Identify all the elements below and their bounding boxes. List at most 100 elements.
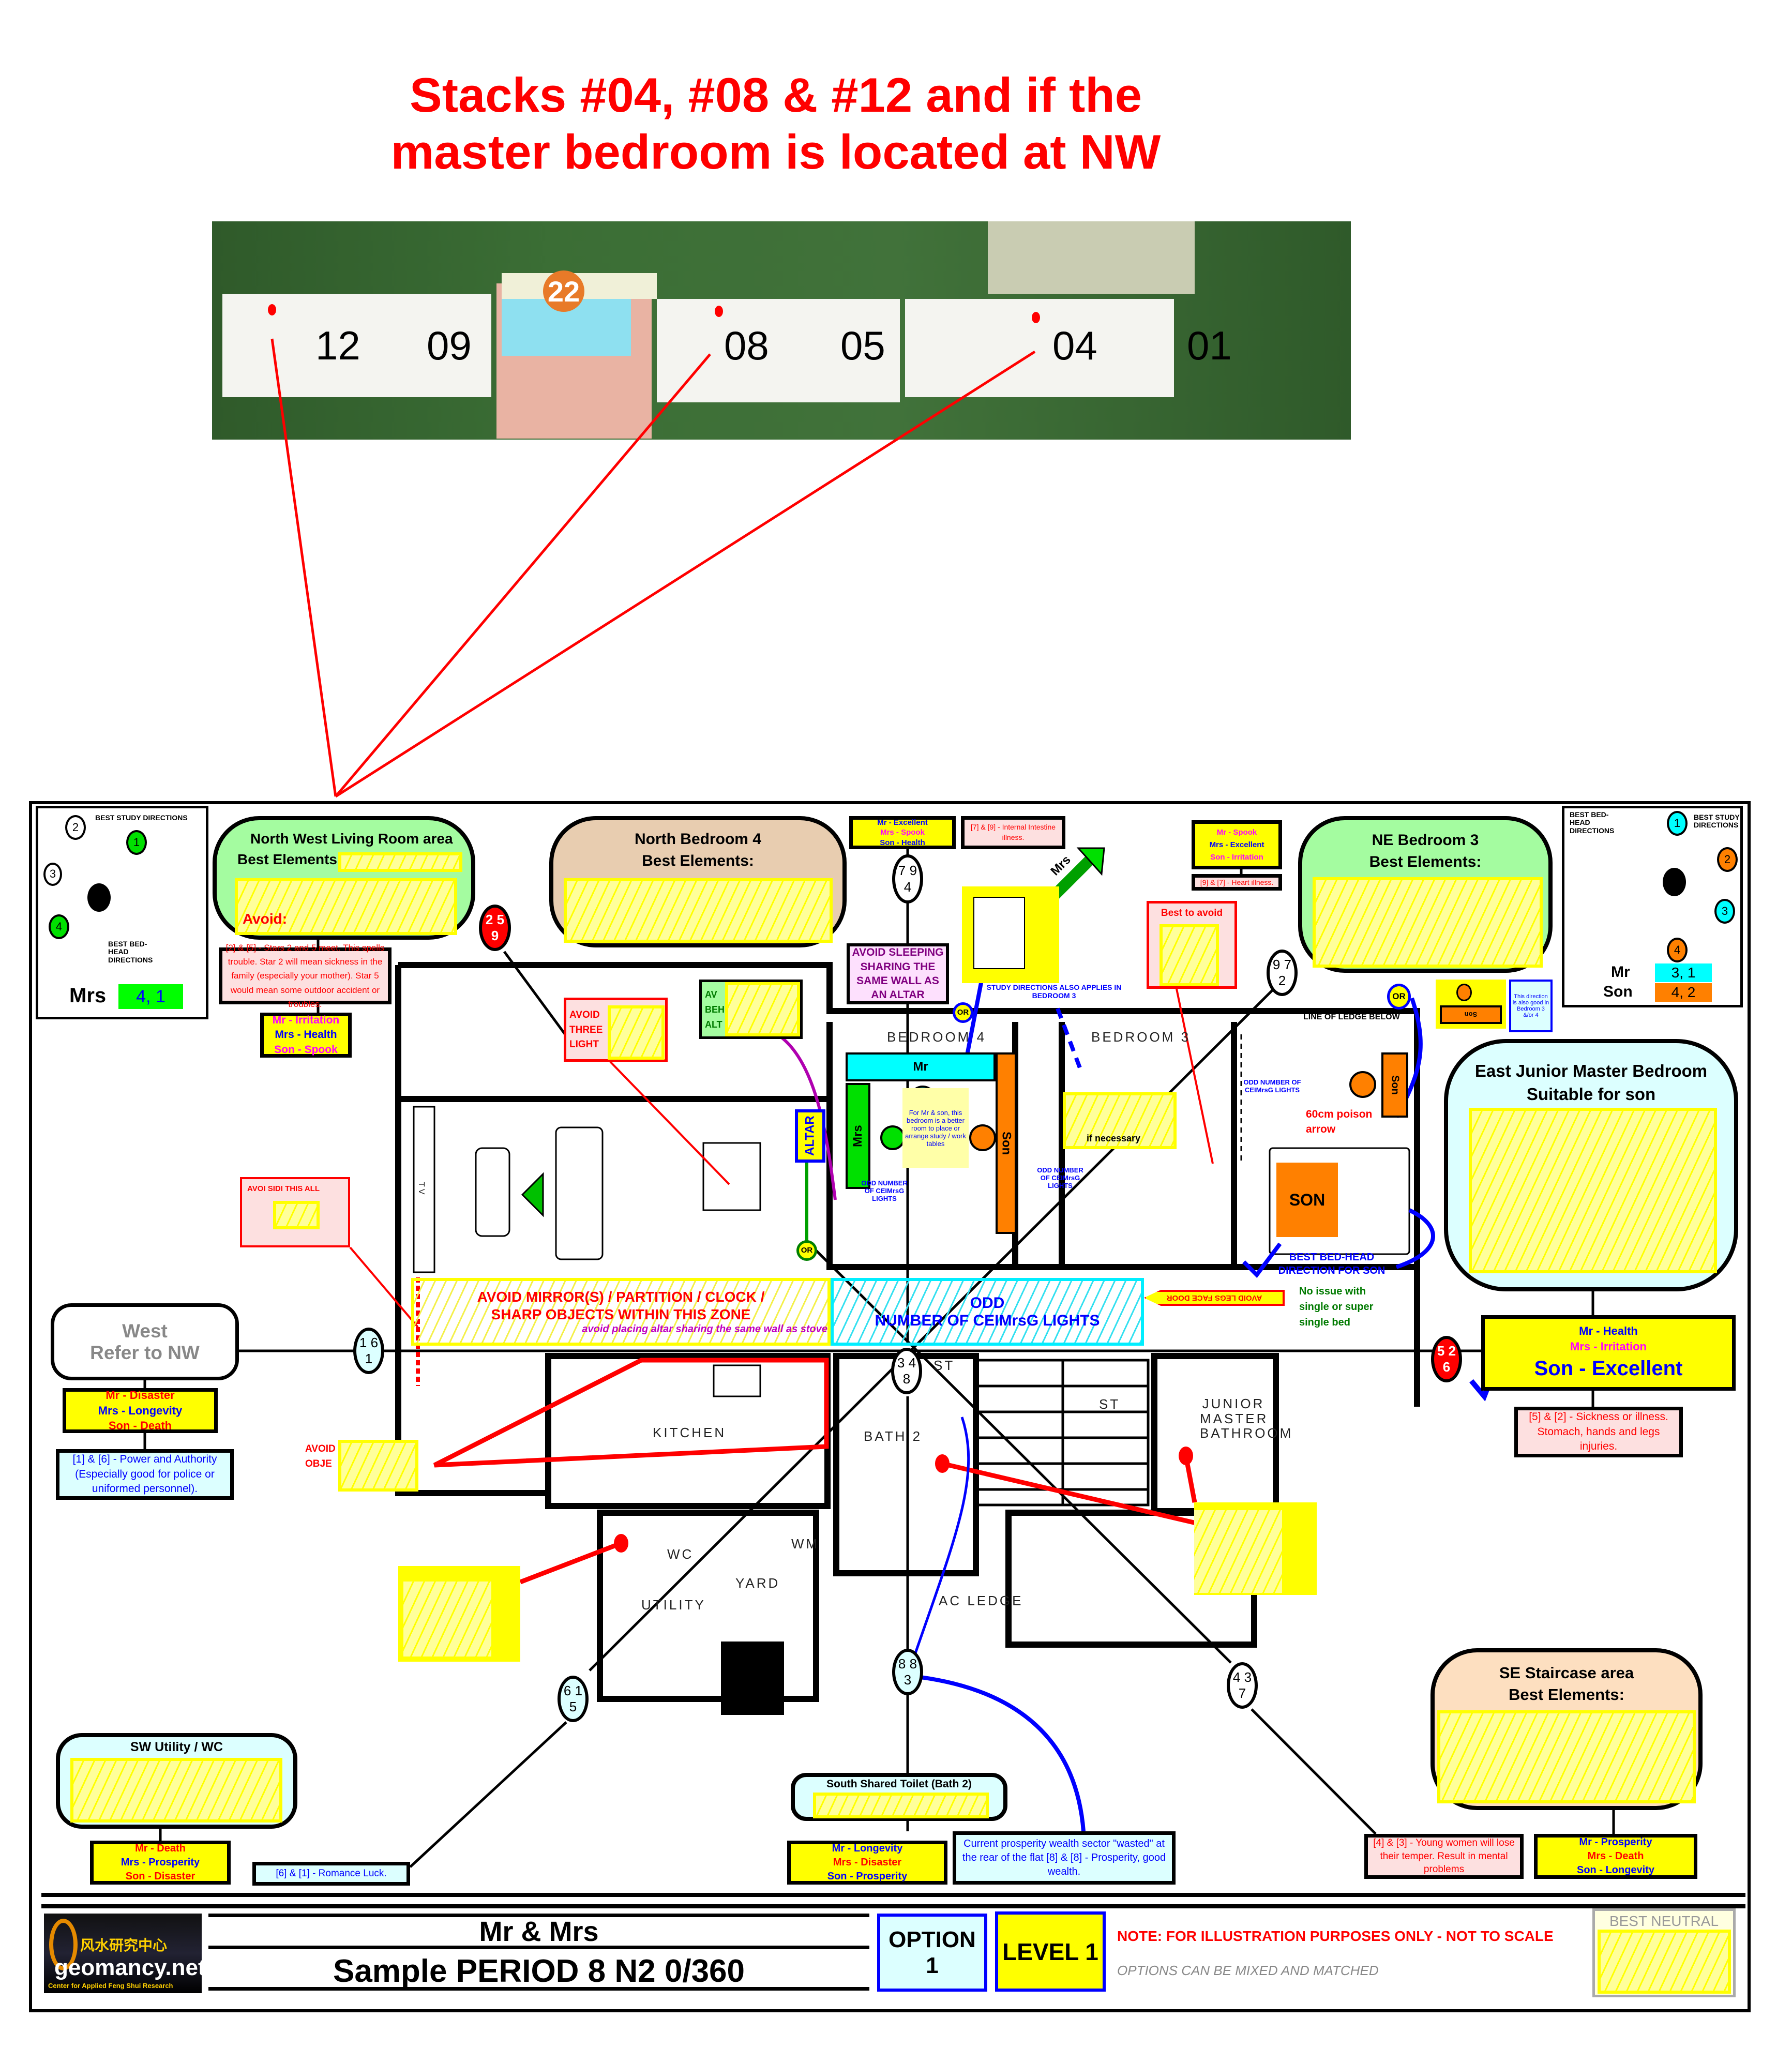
star-bottom: 7 — [1238, 1685, 1246, 1701]
block-number-badge: 22 — [543, 270, 584, 312]
star-bottom: 8 — [902, 1371, 911, 1387]
north-luck-mrs: Mrs - Spook — [880, 828, 925, 837]
south-luck-son: Son - Prosperity — [827, 1871, 908, 1882]
room-label-junior-master-bath: JUNIOR MASTER BATHROOM — [1200, 1396, 1293, 1441]
south-luck-box: Mr - Longevity Mrs - Disaster Son - Pros… — [787, 1841, 947, 1885]
star-top: 1 6 — [359, 1334, 379, 1350]
nw-star-note: [2] & [5] - Stars 2 and 5 meet. This spe… — [219, 943, 391, 1009]
star-top: 9 7 — [1272, 956, 1292, 972]
logo-name: geomancy.net — [54, 1955, 206, 1980]
south-title: South Shared Toilet (Bath 2) — [826, 1778, 972, 1790]
best-to-avoid-box: Best to avoid — [1147, 901, 1237, 989]
south-star-note: Current prosperity wealth sector "wasted… — [953, 1831, 1176, 1885]
room-label-bedroom3: BEDROOM 3 — [1091, 1029, 1191, 1045]
sw-elements-field — [70, 1758, 282, 1823]
ne-elements-field — [1313, 877, 1543, 968]
son-label: Son — [1603, 983, 1633, 1000]
compass-icon — [87, 883, 111, 912]
west-luck-mr: Mr - Disaster — [106, 1388, 175, 1402]
avoid-side-wall-box: AVOI SIDI THIS ALL — [240, 1177, 350, 1247]
direction-1: 1 — [126, 830, 147, 855]
son-small-bar: Son — [1381, 1052, 1408, 1118]
ne-title: NE Bedroom 3 — [1372, 832, 1479, 849]
east-title: East Junior Master Bedroom — [1474, 1061, 1708, 1080]
tv-direction-triangle — [521, 1172, 544, 1217]
stairs — [976, 1359, 1150, 1507]
ne-luck-son: Son - Irritation — [1210, 852, 1263, 862]
avoid-altar-stove-text: avoid placing altar sharing the same wal… — [582, 1323, 827, 1335]
son-directions-value: 4, 2 — [1655, 983, 1712, 1002]
site-plan-image: 22 12 09 08 05 04 01 — [212, 221, 1351, 440]
avoid-three-lights-field — [608, 1005, 665, 1060]
level-badge: LEVEL 1 — [995, 1911, 1106, 1992]
room-label-utility: UTILITY — [641, 1597, 706, 1613]
or-badge-bedroom3[interactable]: OR — [1387, 984, 1411, 1010]
room-label-ac-ledge: AC LEDGE — [939, 1593, 1023, 1608]
line-of-ledge-label: LINE OF LEDGE BELOW — [1303, 1013, 1400, 1021]
west-luck-box: Mr - Disaster Mrs - Longevity Son - Deat… — [63, 1388, 218, 1433]
odd-lights-note-bedroom3: ODD NUMBER OF CEIMrsG LIGHTS — [1243, 1078, 1301, 1094]
north-best-label: Best Elements: — [642, 852, 754, 869]
toilet-markers — [614, 1447, 1193, 1553]
star-top: 5 2 — [1437, 1343, 1456, 1359]
nw-avoid-label: Avoid: — [243, 911, 288, 927]
north-elements-field — [564, 878, 833, 943]
stack-label: 09 — [427, 323, 472, 368]
sw-luck-mr: Mr - Death — [135, 1843, 186, 1854]
north-title: North Bedroom 4 — [634, 831, 761, 848]
avoid-side-wall-text: AVOI SIDI THIS ALL — [247, 1184, 320, 1193]
north-luck-son: Son - Health — [880, 838, 925, 847]
study-directions-label: BEST STUDY DIRECTIONS — [95, 814, 188, 822]
client-name: Mr & Mrs — [208, 1916, 869, 1949]
chart-name: Sample PERIOD 8 N2 0/360 — [333, 1953, 745, 1989]
mr-directions-value: 3, 1 — [1655, 963, 1712, 982]
south-luck-mr: Mr - Longevity — [832, 1843, 903, 1854]
sw-star-note: [6] & [1] - Romance Luck. — [252, 1862, 410, 1886]
son-alt-bed: Son — [1440, 1005, 1502, 1024]
or-badge-bedroom4[interactable]: OR — [953, 1002, 973, 1023]
east-luck-son: Son - Excellent — [1534, 1357, 1683, 1380]
stack-label: 01 — [1187, 323, 1232, 368]
east-elements-field — [1469, 1108, 1717, 1273]
illustration-note: NOTE: FOR ILLUSTRATION PURPOSES ONLY - N… — [1117, 1928, 1554, 1944]
option-badge: OPTION 1 — [877, 1914, 987, 1992]
odd-lights-zone: ODD NUMBER OF CEIMrsG LIGHTS — [831, 1278, 1144, 1346]
son-bed: SON — [1276, 1163, 1338, 1237]
bedroom3-elements-field: if necessary — [1063, 1092, 1177, 1149]
study-directions-label: BEST STUDY DIRECTIONS — [1694, 813, 1740, 830]
avoid-objects-note: AVOID OBJE — [305, 1443, 336, 1469]
south-luck-mrs: Mrs - Disaster — [833, 1857, 902, 1868]
nw-luck-son: Son - Spook — [274, 1043, 338, 1056]
west-luck-son: Son - Death — [108, 1419, 172, 1433]
bath-note-box — [1194, 1502, 1317, 1595]
mrs-study-direction-box — [962, 886, 1059, 983]
star-bottom: 4 — [903, 879, 912, 895]
room-label-wc: WC — [667, 1546, 694, 1562]
bedhead-directions-label: BEST BED-HEAD DIRECTIONS — [1570, 810, 1615, 835]
or-badge-altar[interactable]: OR — [796, 1240, 817, 1261]
wc-note-box — [398, 1566, 520, 1662]
stack-label: 12 — [315, 323, 360, 368]
west-luck-mrs: Mrs - Longevity — [98, 1404, 183, 1417]
east-subtitle: Suitable for son — [1526, 1085, 1656, 1104]
stack-label: 05 — [840, 323, 885, 368]
star-bottom: 1 — [365, 1351, 373, 1366]
direction-4: 4 — [49, 914, 69, 939]
se-elements-field — [1437, 1710, 1696, 1803]
odd-lights-note-corridor: ODD NUMBER OF CEIMrsG LIGHTS — [1037, 1166, 1083, 1189]
se-luck-mrs: Mrs - Death — [1587, 1850, 1644, 1862]
bedroom-study-note: For Mr & son, this bedroom is a better r… — [902, 1088, 969, 1168]
sw-luck-box: Mr - Death Mrs - Prosperity Son - Disast… — [90, 1841, 231, 1885]
avoid-three-lights-text: AVOID THREE LIGHT — [569, 1010, 603, 1050]
altar-box: ALTAR — [795, 1109, 825, 1163]
east-star-note: [5] & [2] - Sickness or illness. Stomach… — [1514, 1407, 1683, 1457]
ne-star-note: [9] & [7] - Heart illness. — [1192, 874, 1282, 891]
mrs-label: Mrs — [69, 984, 107, 1007]
east-luck-box: Mr - Health Mrs - Irritation Son - Excel… — [1481, 1315, 1736, 1391]
